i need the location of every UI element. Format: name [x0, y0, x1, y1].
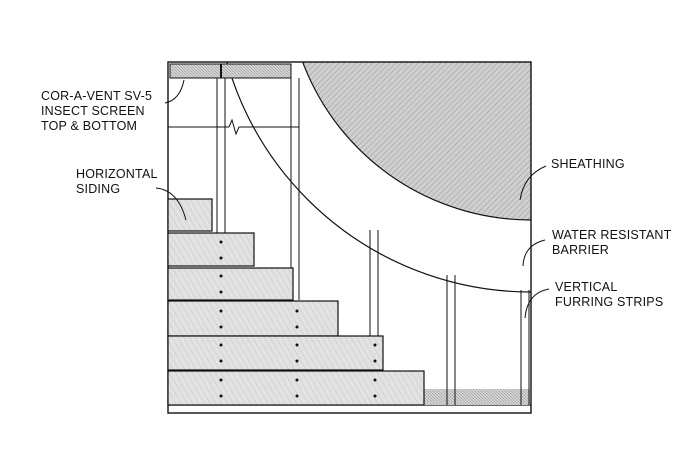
siding-board	[167, 370, 425, 406]
leader-insect-screen	[164, 79, 185, 104]
leader-sheathing	[519, 165, 547, 201]
sheathing	[302, 62, 531, 221]
label-insect-screen: COR-A-VENT SV-5 INSECT SCREEN TOP & BOTT…	[41, 89, 153, 133]
label-horizontal-siding: HORIZONTAL SIDING	[76, 167, 158, 196]
leader-furring	[524, 288, 550, 319]
horizontal-siding	[167, 198, 425, 406]
left-furring-strips	[216, 78, 300, 300]
siding-board	[167, 267, 294, 301]
label-water-resistant-barrier: WATER RESISTANT BARRIER	[552, 228, 672, 257]
siding-nails	[219, 240, 377, 398]
siding-board	[167, 198, 213, 232]
insect-screen-top	[169, 63, 292, 79]
siding-board	[167, 232, 255, 267]
siding-board	[167, 335, 384, 371]
label-vertical-furring-strips: VERTICAL FURRING STRIPS	[555, 280, 664, 309]
break-line	[168, 118, 299, 136]
siding-board	[167, 300, 339, 337]
bottom-screen-lines	[446, 389, 530, 405]
leader-barrier	[522, 239, 546, 267]
insect-screen-bottom	[424, 389, 530, 405]
label-sheathing: SHEATHING	[551, 157, 625, 171]
leader-siding	[155, 187, 187, 221]
